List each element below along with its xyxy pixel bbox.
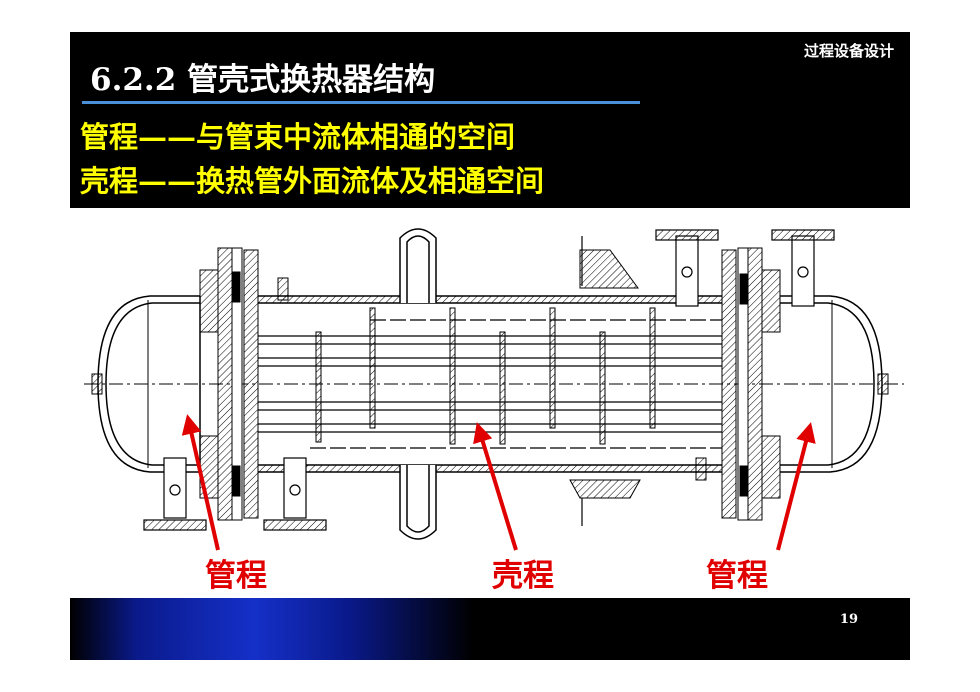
tube-side-definition: 管程——与管束中流体相通的空间 <box>80 120 516 154</box>
slide-title: 6.2.2 管壳式换热器结构 <box>90 62 436 98</box>
footer-bar: 19 <box>70 598 910 660</box>
baffles <box>315 307 656 445</box>
shell-side-definition: 壳程——换热管外面流体及相通空间 <box>80 164 545 198</box>
tube-bundle <box>258 319 722 449</box>
label-shell-side: 壳程 <box>492 558 554 594</box>
page-number: 19 <box>839 612 858 627</box>
right-nozzle-stub <box>877 373 889 395</box>
saddle-supports <box>569 236 641 526</box>
header-panel: 6.2.2 管壳式换热器结构 过程设备设计 管程——与管束中流体相通的空间 壳程… <box>70 32 910 208</box>
vent-plug <box>277 277 289 301</box>
label-right-tube-side: 管程 <box>706 558 768 594</box>
course-name: 过程设备设计 <box>803 42 894 60</box>
expansion-joint <box>399 228 437 540</box>
shell-wall-top <box>258 296 722 303</box>
right-tubesheet <box>721 247 781 521</box>
left-inlet-nozzle <box>143 457 327 531</box>
heat-exchanger-diagram <box>84 228 904 551</box>
right-outlet-nozzle <box>655 229 835 307</box>
arrow-left-tube-side <box>181 414 220 551</box>
title-underline <box>82 101 640 104</box>
drain-plug <box>695 457 707 481</box>
arrow-shell-side <box>473 422 518 551</box>
arrow-right-tube-side <box>776 422 816 551</box>
label-left-tube-side: 管程 <box>205 558 267 594</box>
left-nozzle-stub <box>91 373 103 395</box>
left-tubesheet <box>199 247 259 521</box>
